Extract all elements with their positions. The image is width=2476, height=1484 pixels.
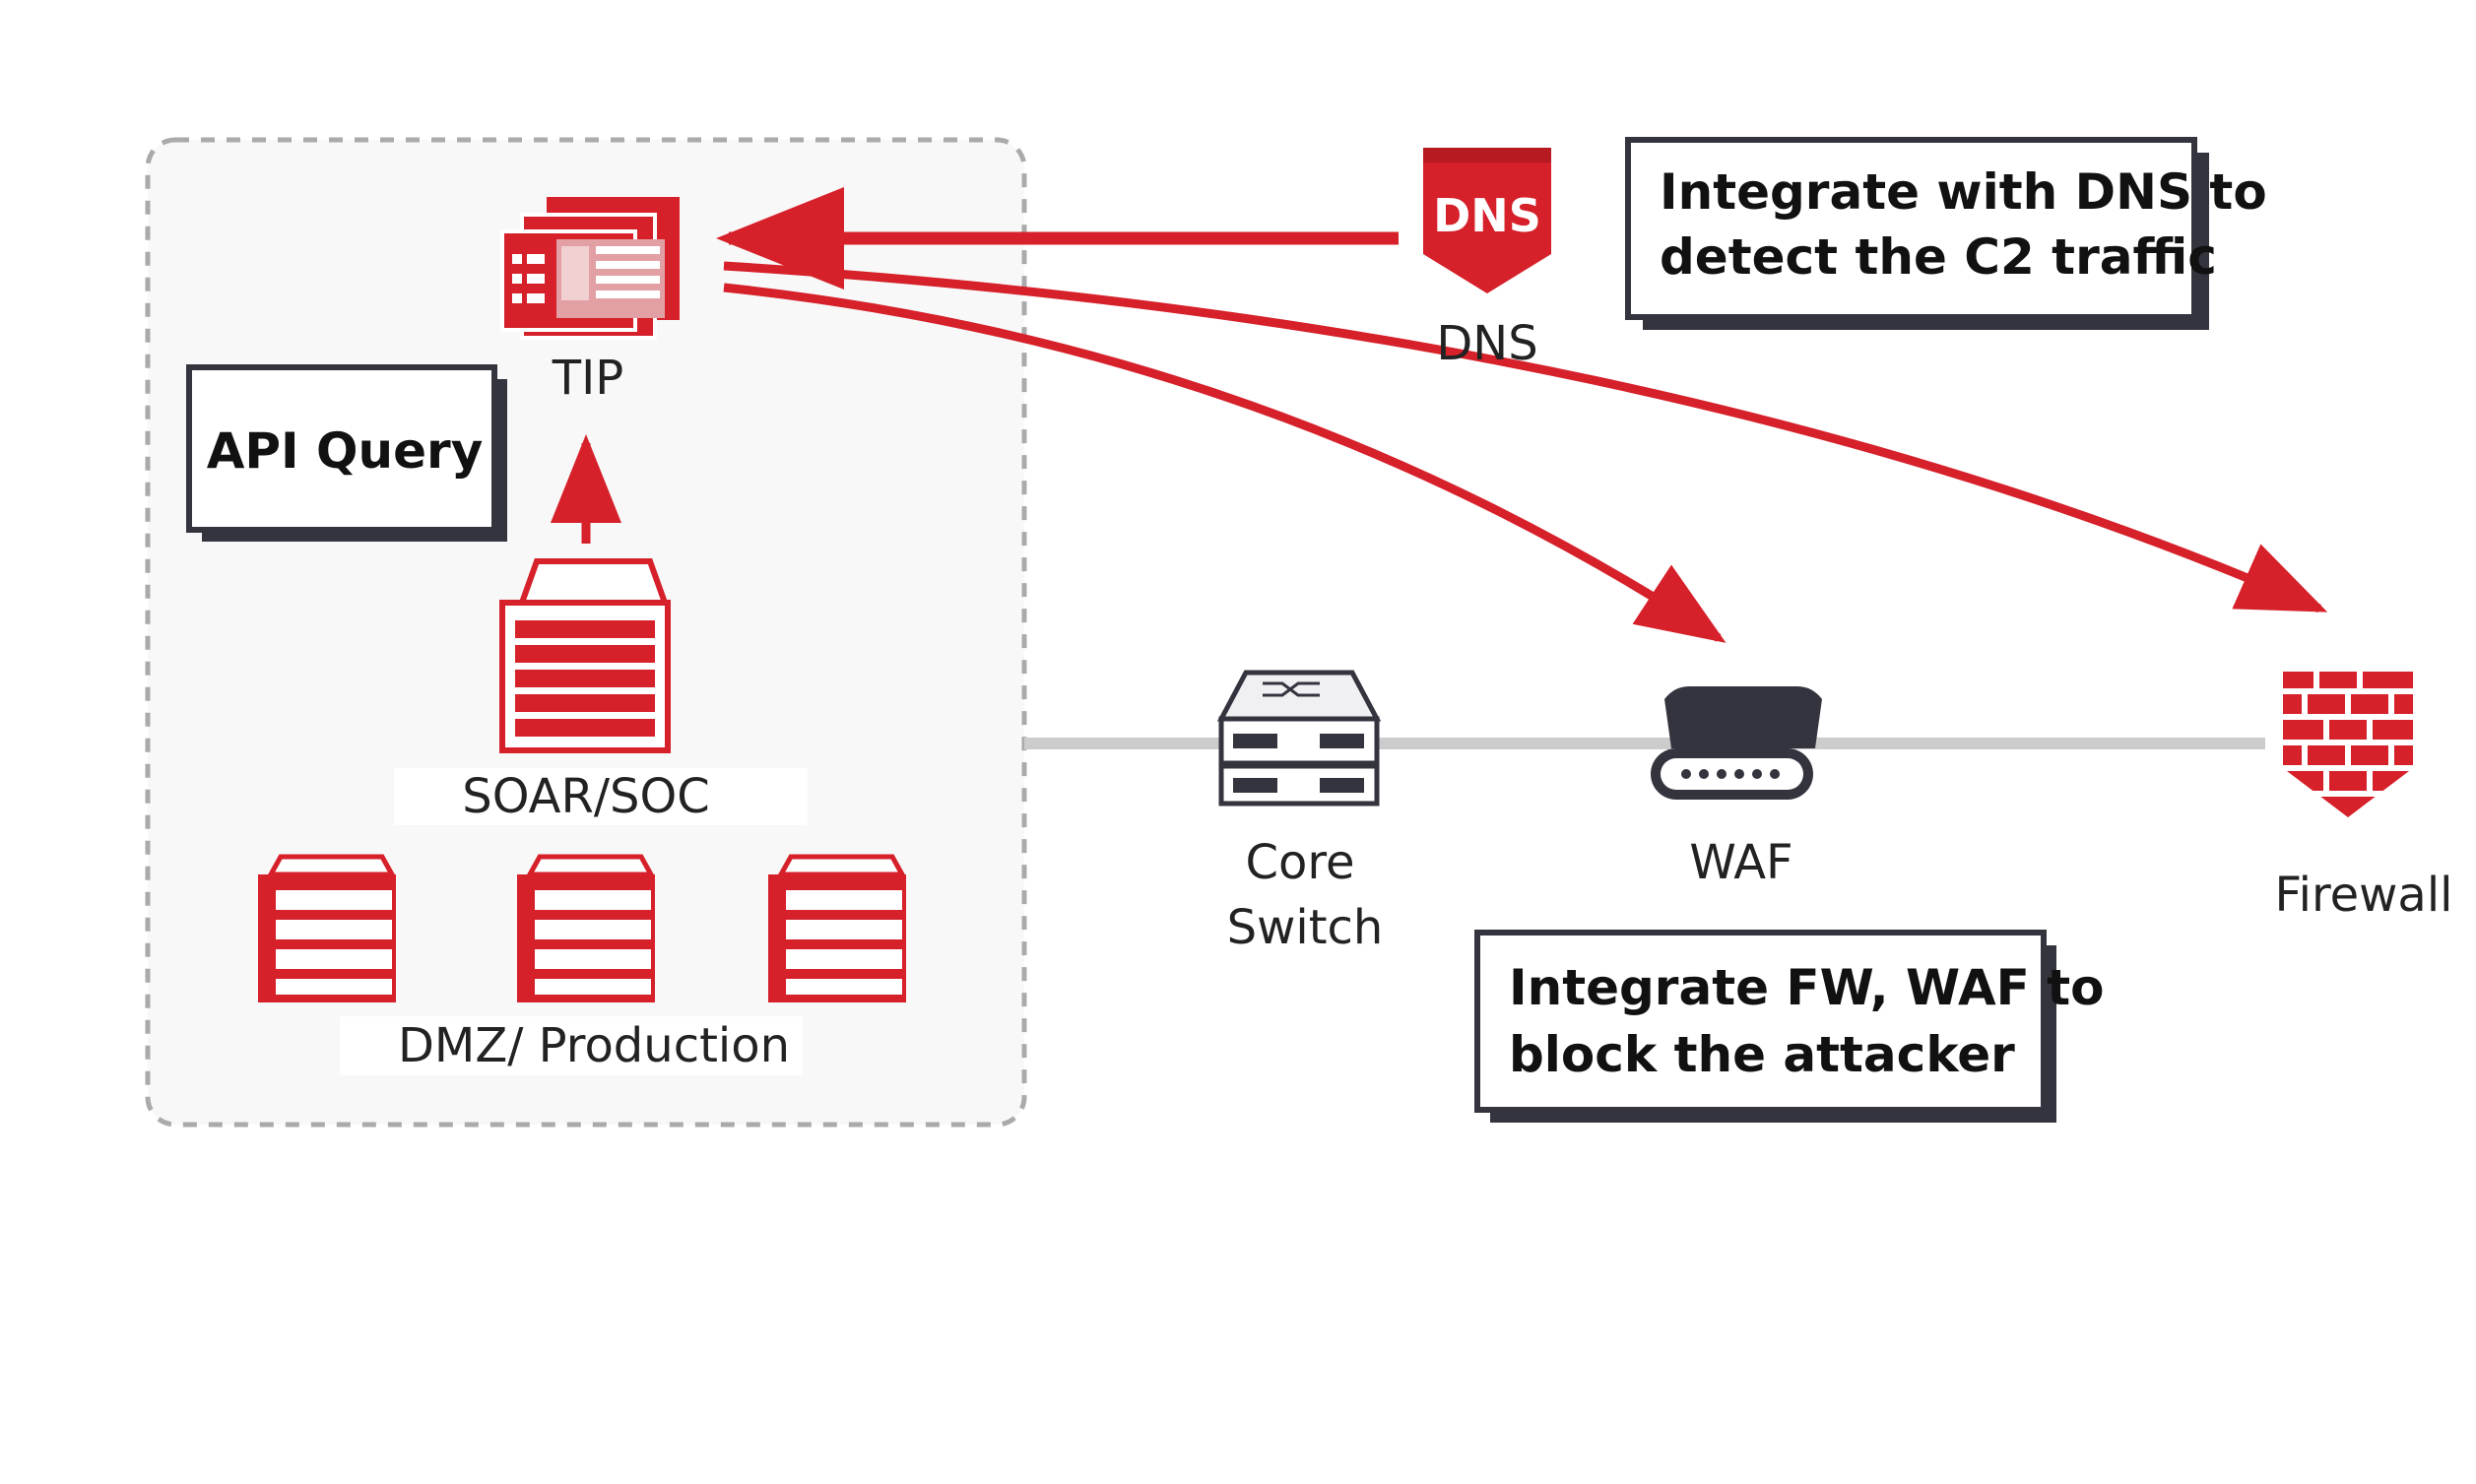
dns-badge-text: DNS: [1433, 189, 1541, 242]
core-switch-label-line1: Core: [1245, 835, 1354, 890]
waf-appliance-icon: [1651, 686, 1822, 800]
dns-label: DNS: [1436, 316, 1537, 371]
dmz-label-backdrop: [340, 1016, 803, 1075]
dns-callout-line1: Integrate with DNS to: [1660, 163, 2267, 221]
firewall-label: Firewall: [2274, 868, 2452, 923]
dns-callout-line2: detect the C2 traffic: [1660, 228, 2217, 286]
server-icon: [258, 854, 397, 1002]
soar-label-backdrop: [394, 768, 808, 825]
dns-shield-icon: DNS: [1423, 148, 1551, 293]
fw-waf-callout: Integrate FW, WAF to block the attacker: [1474, 930, 2104, 1123]
tip-to-waf-arrow: [723, 283, 1727, 643]
soar-label: SOAR/SOC: [462, 769, 710, 824]
waf-label: WAF: [1689, 835, 1792, 890]
network-switch-icon: [1216, 670, 1382, 807]
threat-intel-platform-icon: [500, 197, 680, 340]
core-switch-label-line2: Switch: [1227, 900, 1384, 955]
firewall-brick-icon: [2283, 672, 2413, 817]
api-query-callout: API Query: [186, 364, 507, 542]
api-query-text: API Query: [207, 422, 484, 480]
server-stack-icon: [499, 558, 671, 753]
fw-callout-line1: Integrate FW, WAF to: [1509, 959, 2104, 1016]
server-icon: [768, 854, 907, 1002]
dns-callout: Integrate with DNS to detect the C2 traf…: [1625, 137, 2267, 330]
tip-label: TIP: [552, 351, 623, 406]
server-icon: [517, 854, 656, 1002]
fw-callout-line2: block the attacker: [1509, 1026, 2015, 1083]
tip-to-firewall-arrow: [723, 261, 2328, 613]
dmz-label: DMZ/ Production: [398, 1018, 790, 1073]
